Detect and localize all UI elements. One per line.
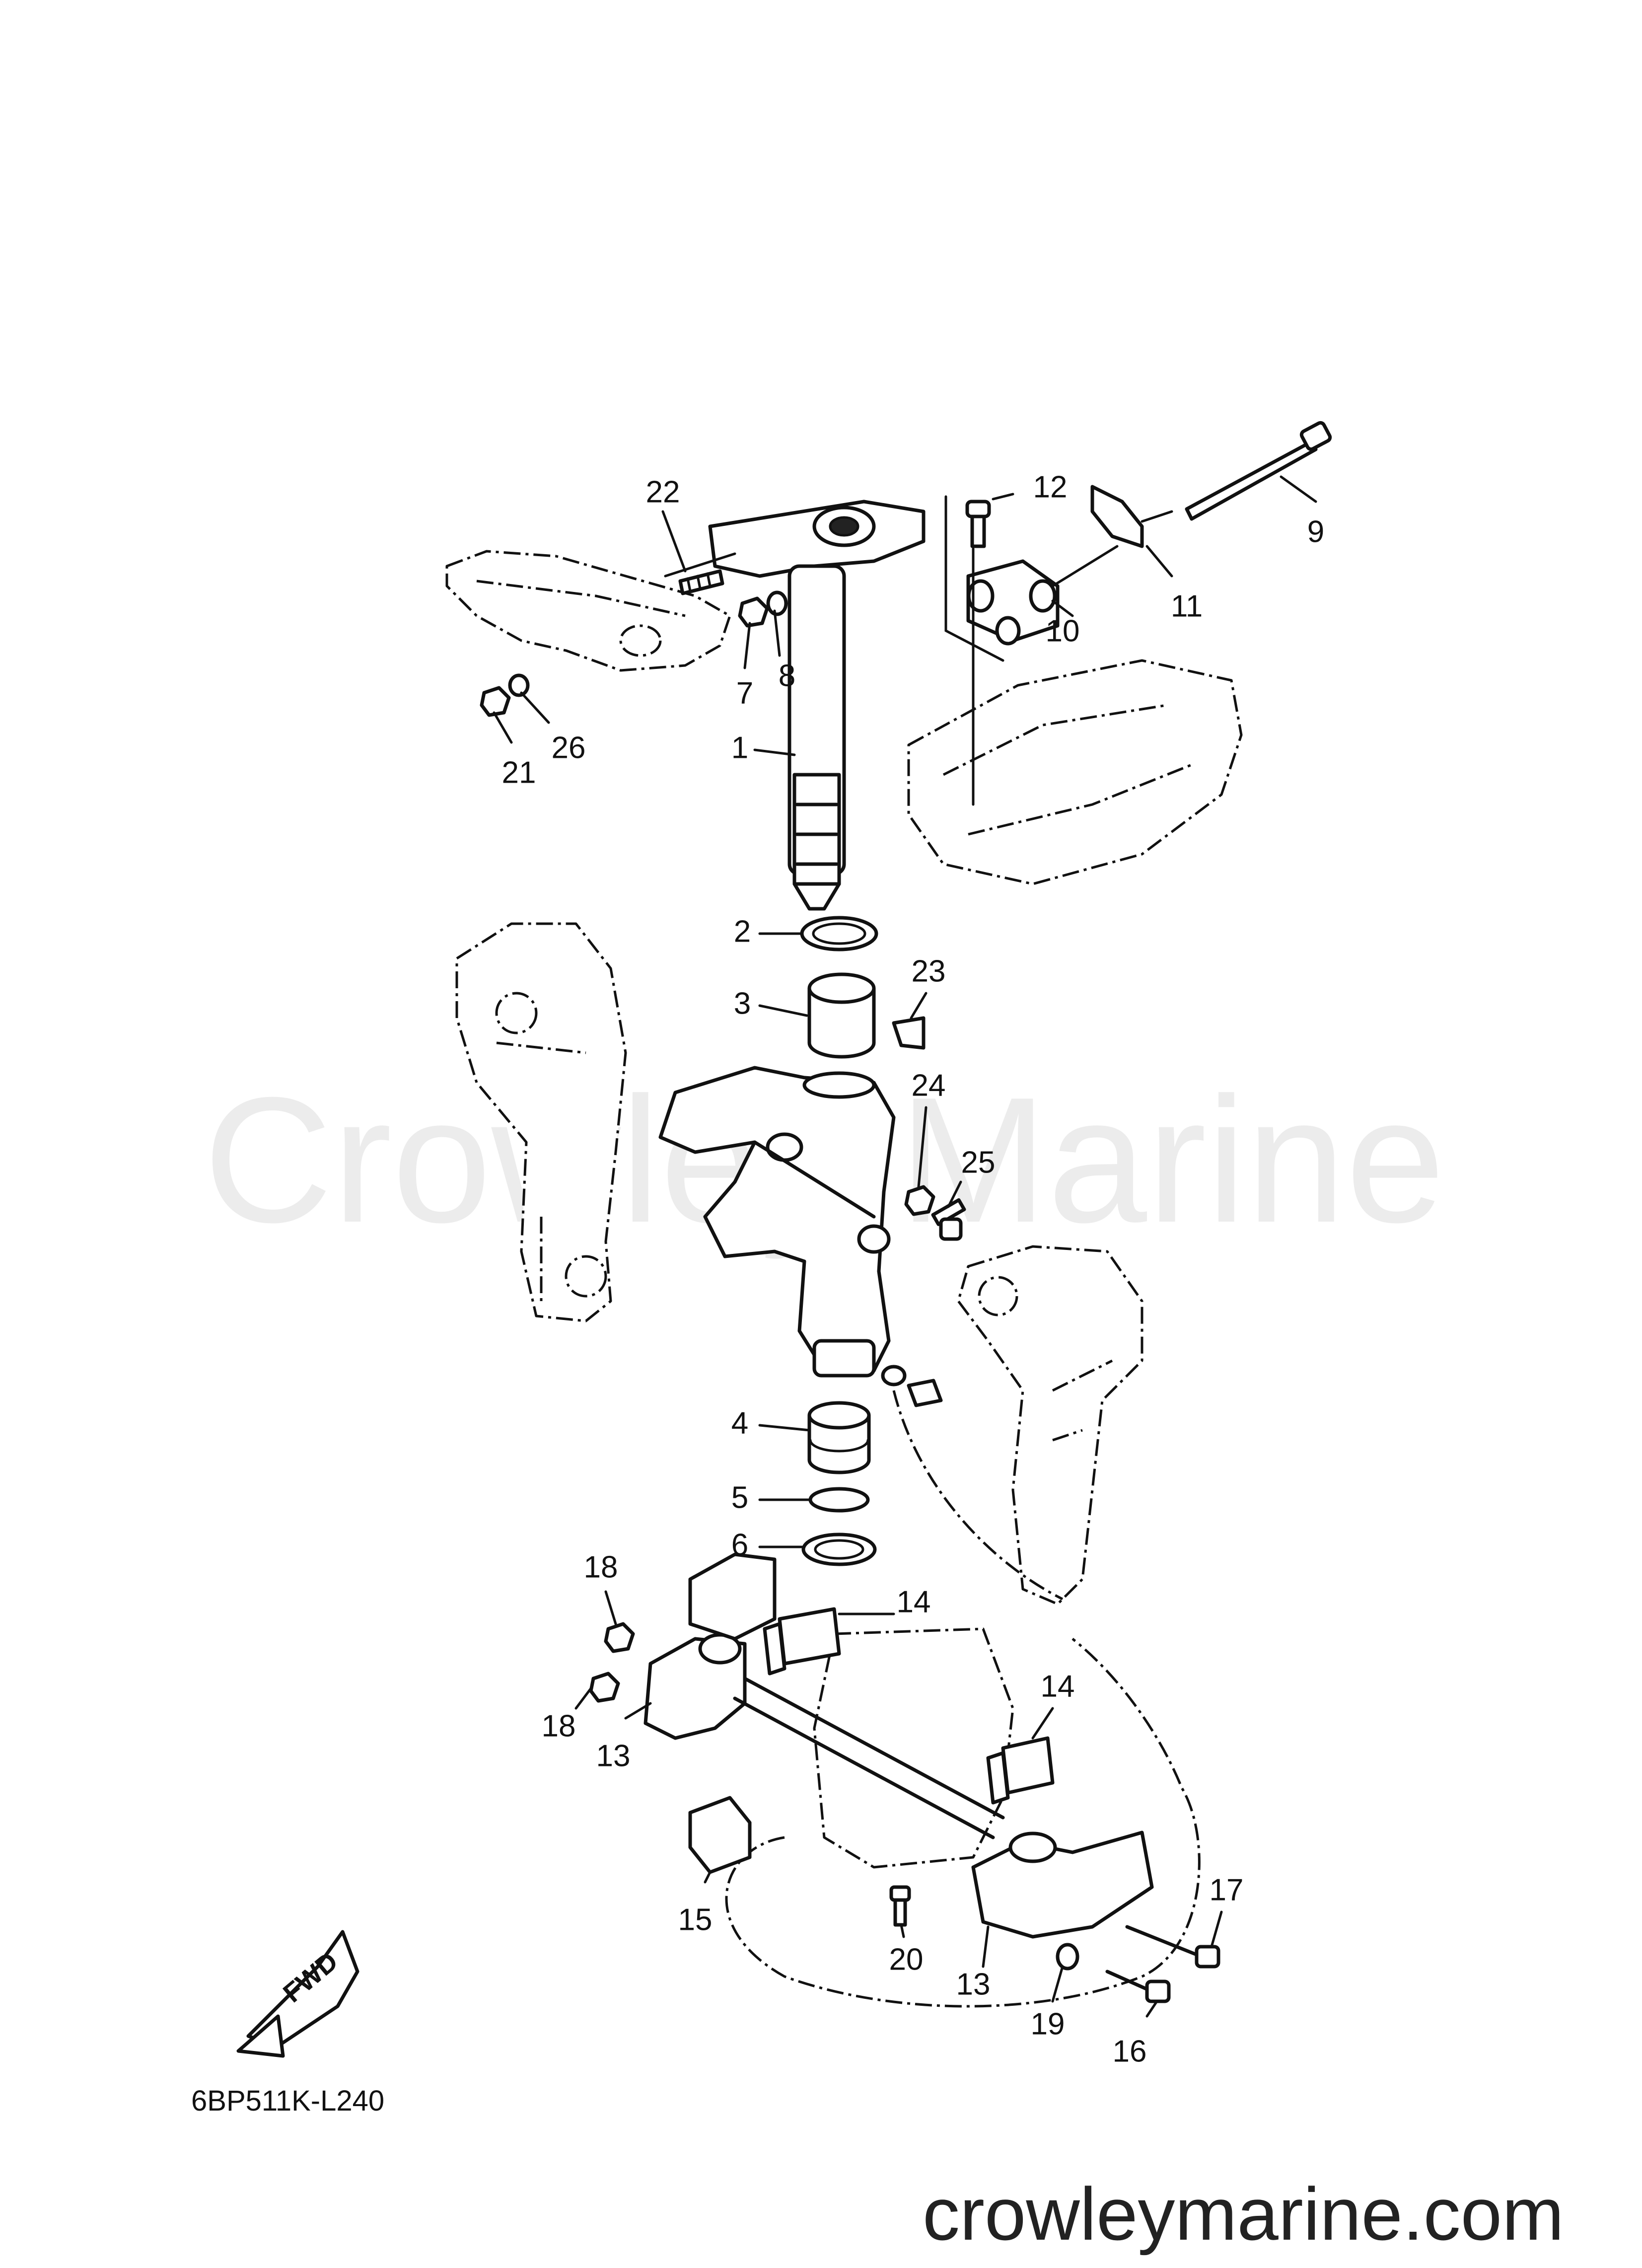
nut-part-18-upper — [604, 1622, 635, 1653]
nut-part-21 — [480, 686, 511, 717]
nut-part-18-lower — [589, 1672, 620, 1703]
callout-13-left: 13 — [596, 1739, 631, 1773]
grease-nipple — [881, 1365, 943, 1407]
key-part-23 — [892, 1016, 926, 1050]
callout-2: 2 — [734, 914, 751, 949]
callout-13-right: 13 — [956, 1967, 991, 2001]
bolt-part-12 — [965, 500, 991, 548]
callout-23: 23 — [912, 954, 946, 988]
callout-7: 7 — [736, 676, 753, 710]
callout-10: 10 — [1046, 614, 1080, 648]
stud-part-22 — [678, 569, 724, 595]
diagram-code: 6BP511K-L240 — [191, 2085, 384, 2117]
callout-22: 22 — [646, 475, 680, 509]
callout-14-upper: 14 — [897, 1585, 931, 1619]
swivel-bracket — [658, 1066, 896, 1378]
callout-18-upper: 18 — [584, 1550, 618, 1584]
lower-casing-ghost — [725, 1627, 1201, 2008]
nut-part-24 — [904, 1185, 935, 1216]
callout-24: 24 — [912, 1068, 946, 1102]
fwd-arrow-icon: FWD — [236, 1930, 359, 2058]
callout-12: 12 — [1033, 470, 1068, 504]
callout-1: 1 — [731, 731, 748, 765]
callout-14-lower: 14 — [1041, 1669, 1075, 1703]
bushing-part-3 — [807, 972, 876, 1059]
bolt-part-16 — [1105, 1970, 1171, 2003]
callout-16: 16 — [1113, 2034, 1147, 2068]
seal-part-6 — [801, 1533, 877, 1566]
upper-mount-ghost — [445, 550, 731, 672]
callout-17: 17 — [1210, 1873, 1244, 1907]
callout-19: 19 — [1031, 2007, 1065, 2041]
callout-15: 15 — [678, 1902, 713, 1937]
bracket-part-10 — [966, 559, 1060, 646]
callout-9: 9 — [1307, 514, 1324, 549]
clamp-bracket-right-ghost — [957, 1245, 1143, 1606]
callout-25: 25 — [961, 1145, 996, 1179]
leader-lines-upper — [493, 475, 1317, 806]
plate-part-11 — [1090, 485, 1144, 548]
cover-part-15 — [688, 1796, 752, 1874]
nut-part-7 — [738, 596, 769, 628]
washer-part-8 — [766, 590, 788, 616]
callout-26: 26 — [552, 731, 586, 765]
washer-part-19 — [1056, 1943, 1079, 1971]
mount-bracket-part-13-left — [643, 1552, 777, 1740]
callout-4: 4 — [731, 1406, 748, 1440]
bolt-part-20 — [889, 1885, 911, 1927]
mount-bracket-part-13-right — [971, 1830, 1154, 1939]
callout-11: 11 — [1171, 589, 1203, 623]
leader-lines-middle — [758, 932, 1064, 1601]
bolt-part-25 — [931, 1198, 966, 1241]
callout-labels: 22 12 9 11 10 8 7 26 21 1 2 23 3 24 25 4… — [502, 470, 1325, 2068]
website-text: crowleymarine.com — [923, 2172, 1564, 2256]
steering-shaft-part-1 — [664, 500, 926, 911]
clamp-bracket-left-ghost — [455, 922, 627, 1322]
callout-6: 6 — [731, 1528, 748, 1562]
washer-part-26 — [508, 673, 530, 697]
mount-rubber-part-14-upper — [763, 1607, 841, 1676]
mount-rubber-part-14-lower — [986, 1736, 1055, 1805]
leader-lines-lower — [574, 1590, 1223, 2018]
bolt-part-17 — [1125, 1925, 1220, 1969]
long-bolt-part-9 — [1185, 421, 1332, 521]
o-ring-part-5 — [808, 1487, 870, 1513]
callout-5: 5 — [731, 1480, 748, 1515]
callout-20: 20 — [889, 1942, 924, 1976]
callout-3: 3 — [734, 986, 751, 1021]
bottom-cowl-ghost — [907, 659, 1243, 885]
callout-8: 8 — [779, 658, 795, 693]
bushing-part-4 — [807, 1401, 871, 1474]
callout-21: 21 — [502, 755, 536, 790]
connecting-rod — [733, 1677, 1005, 1839]
callout-18-lower: 18 — [542, 1709, 576, 1743]
